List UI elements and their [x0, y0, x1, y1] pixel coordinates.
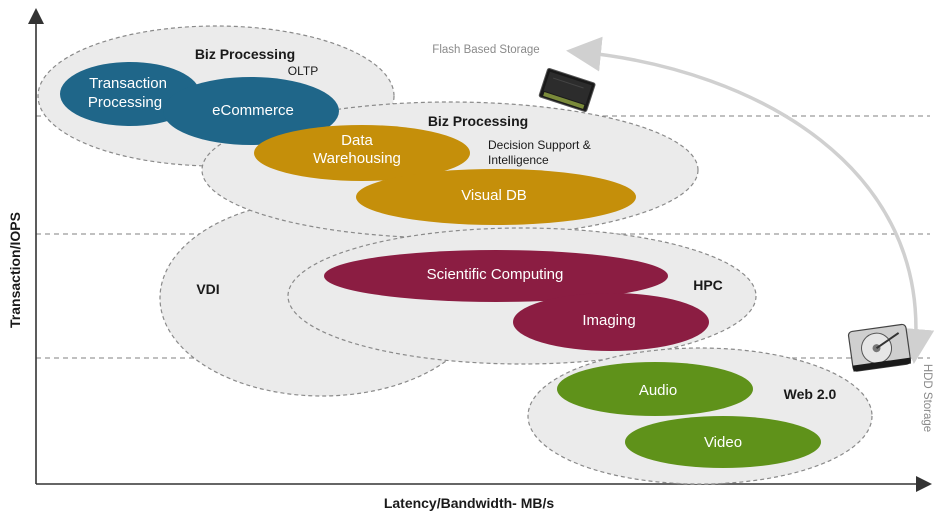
transaction-processing-label-line1: Transaction [89, 75, 167, 92]
workload-audio [557, 362, 753, 416]
imaging-label: Imaging [582, 312, 635, 329]
ecommerce-label: eCommerce [212, 102, 294, 119]
storage-range-arrow [566, 36, 935, 364]
x-axis-label: Latency/Bandwidth- MB/s [384, 495, 555, 511]
data-warehousing-label-line1: Data [341, 132, 373, 149]
transaction-processing-label-line2: Processing [88, 94, 162, 111]
workload-data-warehousing [254, 125, 470, 181]
group-decision-subtitle-line1: Decision Support & [488, 138, 591, 152]
hdd-storage-label: HDD Storage [921, 364, 933, 432]
scientific-computing-label: Scientific Computing [427, 266, 564, 283]
workload-visual-db [356, 169, 636, 225]
group-decision-subtitle-line2: Intelligence [488, 153, 549, 167]
workload-ecommerce [163, 77, 339, 145]
ssd-icon [538, 68, 596, 112]
y-axis-label: Transaction/IOPS [7, 212, 23, 328]
group-oltp-title: Biz Processing [195, 46, 295, 62]
hdd-icon [847, 323, 912, 372]
audio-label: Audio [639, 382, 677, 399]
group-decision-title: Biz Processing [428, 113, 528, 129]
workload-video [625, 416, 821, 468]
group-hpc-title: HPC [693, 277, 723, 293]
data-warehousing-label-line2: Warehousing [313, 150, 401, 167]
group-web-title: Web 2.0 [784, 386, 837, 402]
group-vdi-title: VDI [196, 281, 219, 297]
flash-storage-label: Flash Based Storage [432, 44, 539, 56]
group-oltp-subtitle: OLTP [288, 64, 318, 78]
visual-db-label: Visual DB [461, 187, 527, 204]
video-label: Video [704, 434, 742, 451]
